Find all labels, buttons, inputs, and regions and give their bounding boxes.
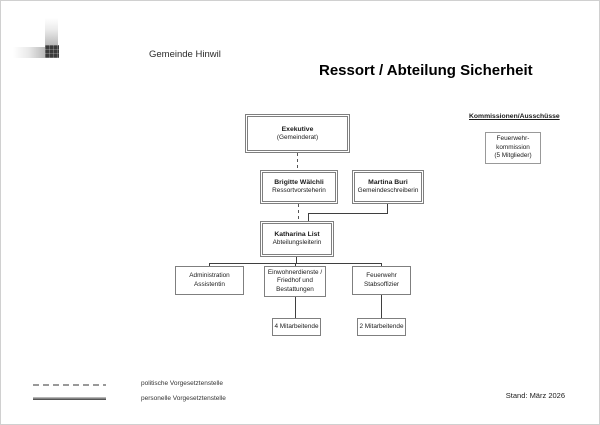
node-person-role: Gemeindeschreiberin (357, 187, 419, 195)
node-line: Stabsoffizier (363, 280, 400, 288)
node-einwohnerdienste: Einwohnerdienste / Friedhof und Bestattu… (264, 266, 326, 297)
node-person-name: Katharina List (274, 231, 320, 239)
node-administration: Administration Assistentin (175, 266, 244, 295)
legend-label-politisch: politische Vorgesetztenstelle (141, 380, 224, 387)
node-mitarbeitende-einwohnerdienste: 4 Mitarbeitende (272, 318, 321, 336)
legend-solid-line-sample (33, 397, 106, 400)
logo-horizontal-bar-icon (13, 47, 58, 58)
node-feuerwehr: Feuerwehr Stabsoffizier (352, 266, 411, 295)
node-person-role: Abteilungsleiterin (272, 239, 322, 247)
node-line: kommission (496, 143, 530, 151)
node-line: (5 Mitglieder) (494, 152, 532, 160)
node-line: Assistentin (194, 280, 225, 288)
connector-gemeindeschreiberin-down (387, 204, 388, 214)
logo-pixel-block-icon (45, 45, 59, 58)
node-person-name: Brigitte Wälchli (274, 179, 324, 187)
connector-drop-administration (209, 263, 210, 266)
node-gemeindeschreiberin: Martina Buri Gemeindeschreiberin (352, 170, 424, 204)
connector-drop-feuerwehr (381, 263, 382, 266)
legend-dashed-line-sample (33, 384, 106, 386)
connector-gemeindeschreiberin-horizontal (308, 213, 388, 214)
node-line: 4 Mitarbeitende (274, 322, 319, 330)
node-line: Administration (189, 271, 230, 279)
page-title: Ressort / Abteilung Sicherheit (319, 62, 533, 79)
node-line: Feuerwehr (366, 271, 397, 279)
node-feuerwehrkommission: Feuerwehr- kommission (5 Mitglieder) (485, 132, 541, 164)
connector-exekutive-dashed (297, 153, 298, 170)
node-subtitle: (Gemeinderat) (276, 133, 319, 141)
legend-label-personell: personelle Vorgesetztenstelle (141, 395, 226, 402)
node-person-name: Martina Buri (368, 179, 408, 187)
node-line: Friedhof und (277, 277, 313, 285)
kommissionen-heading: Kommissionen/Ausschüsse (469, 113, 560, 120)
node-exekutive: Exekutive (Gemeinderat) (245, 114, 350, 153)
node-ressortvorsteherin: Brigitte Wälchli Ressortvorsteherin (260, 170, 338, 204)
org-name: Gemeinde Hinwil (149, 49, 221, 60)
node-abteilungsleiterin: Katharina List Abteilungsleiterin (260, 221, 334, 257)
connector-ressortvorsteherin-dashed (298, 204, 299, 221)
connector-gemeindeschreiberin-into-leiterin (308, 213, 309, 221)
connector-einwohnerdienste-mitarbeitende (295, 297, 296, 318)
stand-date: Stand: März 2026 (505, 391, 565, 400)
node-title: Exekutive (281, 125, 314, 133)
node-mitarbeitende-feuerwehr: 2 Mitarbeitende (357, 318, 406, 336)
node-line: Bestattungen (276, 285, 314, 293)
node-person-role: Ressortvorsteherin (272, 187, 326, 195)
connector-drop-einwohnerdienste (295, 263, 296, 266)
node-line: Einwohnerdienste / (267, 268, 323, 276)
connector-leiterin-down (296, 257, 297, 264)
node-line: Feuerwehr- (496, 135, 530, 143)
connector-feuerwehr-mitarbeitende (381, 295, 382, 318)
node-line: 2 Mitarbeitende (359, 322, 404, 330)
